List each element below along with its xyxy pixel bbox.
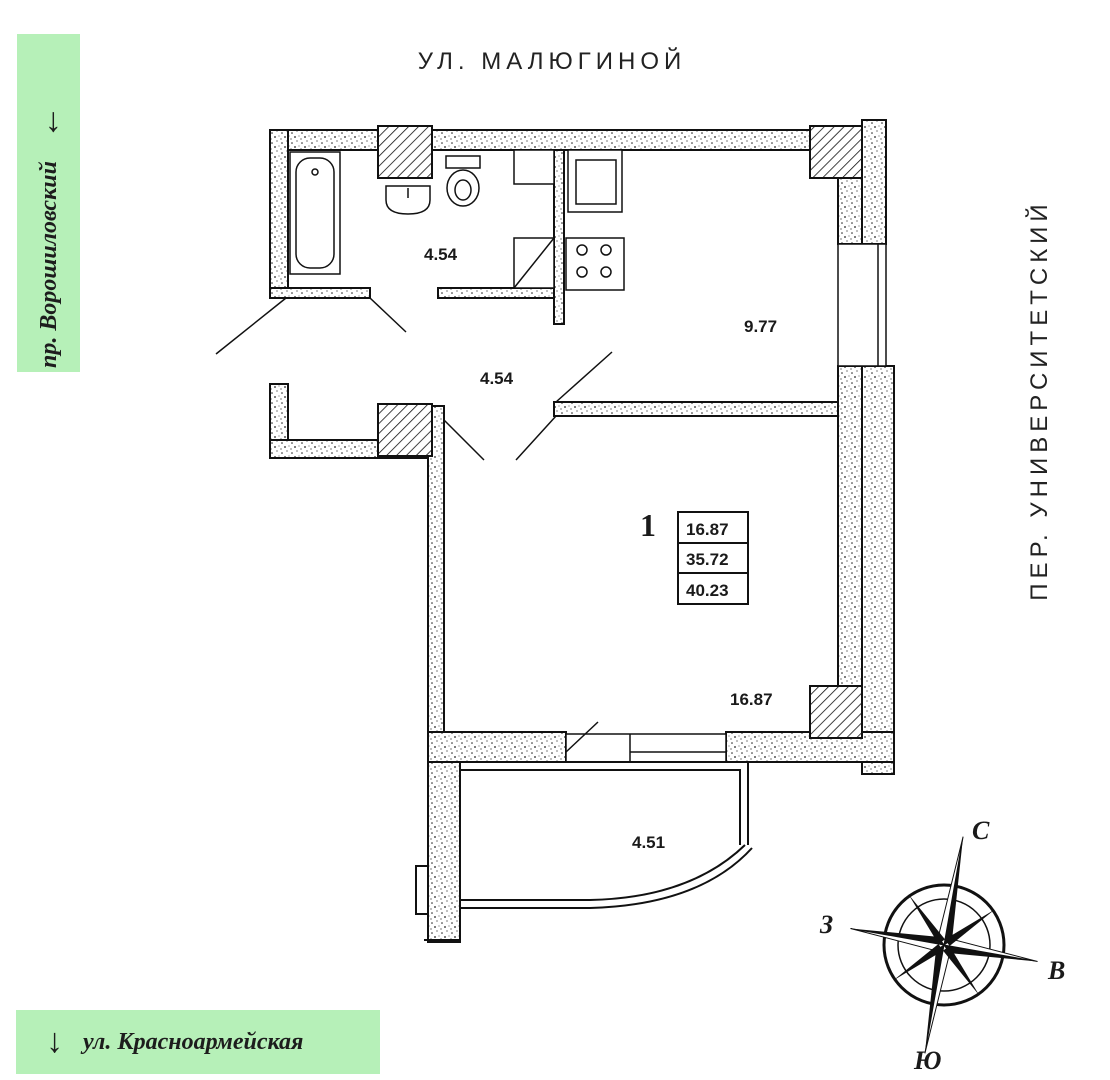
area-balcony: 4.51	[632, 833, 665, 852]
compass-north: С	[972, 816, 990, 845]
bathtub	[289, 151, 341, 275]
street-tag-bottom: ↓ ул. Красноармейская	[16, 1010, 380, 1074]
total-with-balcony-value: 40.23	[686, 581, 729, 600]
compass-rose: С В Ю З	[819, 816, 1065, 1075]
street-tag-left: пр. Ворошиловский ←	[17, 34, 80, 372]
columns	[377, 125, 863, 739]
door-swings	[215, 297, 613, 461]
compass-east: В	[1047, 956, 1065, 985]
apartment-number: 1	[640, 507, 656, 543]
arrow-down-icon: ↓	[46, 1023, 63, 1060]
bathroom-sink	[385, 185, 431, 215]
area-hallway: 4.54	[480, 369, 514, 388]
walls	[269, 119, 895, 943]
window-right	[837, 243, 887, 367]
balcony	[415, 761, 753, 941]
living-area-value: 16.87	[686, 520, 729, 539]
area-bathroom: 4.54	[424, 245, 458, 264]
area-living: 16.87	[730, 690, 773, 709]
compass-west: З	[819, 910, 833, 939]
street-top-label: УЛ. МАЛЮГИНОЙ	[417, 48, 687, 75]
street-tag-bottom-text: ул. Красноармейская	[83, 1028, 304, 1055]
apartment-info: 1 16.87 35.72 40.23	[640, 507, 749, 605]
compass-south: Ю	[913, 1046, 941, 1075]
area-kitchen: 9.77	[744, 317, 777, 336]
balcony-window	[565, 721, 727, 763]
toilet	[445, 155, 481, 207]
total-area-value: 35.72	[686, 550, 729, 569]
kitchen-fixtures	[513, 149, 625, 291]
